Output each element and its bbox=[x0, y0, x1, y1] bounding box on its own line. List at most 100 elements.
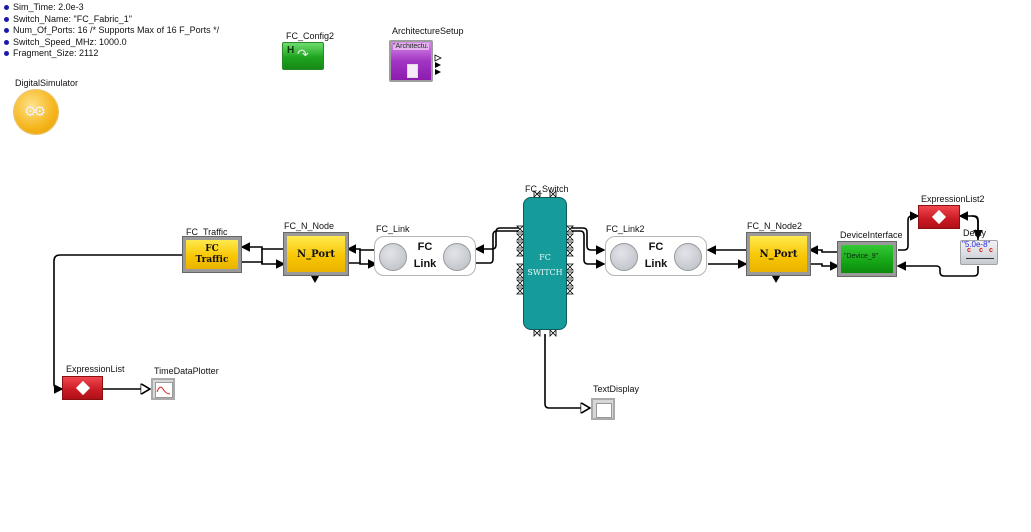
link-right-node-icon bbox=[443, 243, 471, 271]
fc-traffic-line1: FC bbox=[205, 244, 219, 254]
link2-left-node-icon bbox=[610, 243, 638, 271]
plot-area bbox=[155, 382, 173, 398]
bullet-icon bbox=[4, 39, 9, 45]
wire-nnode2-devif-1 bbox=[808, 245, 838, 255]
fc-traffic-label: FC_Traffic bbox=[186, 227, 228, 237]
parameter-list: Sim_Time: 2.0e-3 Switch_Name: "FC_Fabric… bbox=[4, 2, 219, 60]
wire-link-switch-2 bbox=[476, 230, 520, 264]
delay-c-icon: c bbox=[989, 247, 993, 254]
delay-c-icon: c bbox=[979, 247, 983, 254]
expression-list2-block[interactable] bbox=[918, 205, 960, 229]
text-display-screen bbox=[596, 403, 612, 418]
fc-switch-block[interactable]: FC SWITCH bbox=[523, 197, 567, 330]
fc-switch-line2: SWITCH bbox=[527, 268, 563, 277]
device-interface-block[interactable]: "Device_9" bbox=[837, 241, 897, 277]
fc-link2-line2: Link bbox=[644, 258, 668, 270]
wire-switch-link2-1 bbox=[570, 227, 606, 255]
bullet-icon bbox=[4, 51, 9, 57]
arch-port-1 bbox=[434, 54, 442, 62]
switch-port-icon[interactable] bbox=[533, 329, 541, 337]
wire-switch-link2-2 bbox=[570, 230, 606, 269]
digital-simulator-label: DigitalSimulator bbox=[15, 78, 79, 88]
wire-devif-exprlist2 bbox=[898, 211, 920, 251]
curved-arrow-icon: ↷ bbox=[297, 46, 309, 62]
wire-nnode-link-2 bbox=[348, 259, 378, 269]
wire-delay-devif bbox=[896, 261, 979, 277]
time-data-plotter-block[interactable] bbox=[151, 378, 175, 400]
wire-traffic-to-exprlist bbox=[53, 254, 183, 394]
wire-exprlist2-delay-down bbox=[971, 215, 983, 240]
delay-timeline-icon bbox=[966, 258, 994, 259]
fc-switch-line1: FC bbox=[539, 253, 551, 262]
sine-wave-icon bbox=[156, 386, 171, 395]
document-icon bbox=[407, 64, 418, 78]
diamond-icon bbox=[931, 209, 947, 225]
switch-port-icon[interactable] bbox=[566, 287, 574, 295]
param-fragment-size[interactable]: Fragment_Size: 2112 bbox=[4, 48, 219, 60]
bullet-icon bbox=[4, 5, 9, 11]
fc-link-line2: Link bbox=[413, 258, 437, 270]
fc-config2-block[interactable]: H ↷ bbox=[282, 42, 324, 70]
param-sim-time[interactable]: Sim_Time: 2.0e-3 bbox=[4, 2, 219, 14]
fc-traffic-line2: Traffic bbox=[195, 255, 229, 265]
expression-list2-label: ExpressionList2 bbox=[921, 194, 985, 204]
delay-block[interactable]: "5.0e-8" c c c bbox=[960, 240, 998, 265]
text-display-label: TextDisplay bbox=[593, 384, 640, 394]
link2-right-node-icon bbox=[674, 243, 702, 271]
fc-n-node-label: FC_N_Node bbox=[284, 221, 335, 231]
fc-config2-label: FC_Config2 bbox=[286, 31, 335, 41]
fc-n-node2-block[interactable]: N_Port bbox=[746, 232, 811, 276]
fc-link2-label: FC_Link2 bbox=[606, 224, 645, 234]
arch-port-3 bbox=[435, 69, 441, 75]
param-switch-speed[interactable]: Switch_Speed_MHz: 1000.0 bbox=[4, 37, 219, 49]
fc-link-label: FC_Link bbox=[376, 224, 410, 234]
fc-n-node2-label: FC_N_Node2 bbox=[747, 221, 803, 231]
fc-link-block[interactable]: FC Link bbox=[374, 236, 476, 276]
wire-nnode2-devif-2 bbox=[810, 261, 840, 271]
nnode-down-port-icon bbox=[311, 276, 319, 283]
switch-port-icon[interactable] bbox=[566, 271, 574, 279]
switch-port-icon[interactable] bbox=[549, 329, 557, 337]
fc-link-line1: FC bbox=[417, 241, 433, 253]
digital-simulator-block[interactable]: ⚙⚙ bbox=[14, 90, 58, 134]
architecture-setup-value: "Architectu... bbox=[393, 43, 429, 50]
param-num-ports[interactable]: Num_Of_Ports: 16 /* Supports Max of 16 F… bbox=[4, 25, 219, 37]
switch-port-icon[interactable] bbox=[566, 279, 574, 287]
device-interface-label: DeviceInterface bbox=[840, 230, 903, 240]
switch-port-icon[interactable] bbox=[566, 233, 574, 241]
switch-port-icon[interactable] bbox=[566, 225, 574, 233]
link-left-node-icon bbox=[379, 243, 407, 271]
delay-c-icon: c bbox=[967, 247, 971, 254]
wire-nnode-link-1 bbox=[346, 244, 376, 254]
param-switch-name[interactable]: Switch_Name: "FC_Fabric_1" bbox=[4, 14, 219, 26]
fc-link2-line1: FC bbox=[648, 241, 664, 253]
fc-switch-label: FC_Switch bbox=[525, 184, 569, 194]
arch-port-2 bbox=[435, 62, 441, 68]
bullet-icon bbox=[4, 28, 9, 34]
fc-n-node-block[interactable]: N_Port bbox=[283, 232, 349, 276]
text-display-block[interactable] bbox=[591, 398, 615, 420]
architecture-setup-block[interactable]: "Architectu... bbox=[389, 40, 433, 82]
wire-traffic-nnode-2 bbox=[242, 259, 286, 269]
time-data-plotter-label: TimeDataPlotter bbox=[154, 366, 219, 376]
h-icon: H bbox=[287, 45, 295, 56]
delay-label: Delay bbox=[963, 228, 987, 238]
switch-port-icon[interactable] bbox=[566, 263, 574, 271]
fc-n-node-text: N_Port bbox=[297, 249, 335, 260]
device-interface-value: "Device_9" bbox=[844, 253, 879, 260]
fc-link2-block[interactable]: FC Link bbox=[605, 236, 707, 276]
nnode2-down-port-icon bbox=[772, 276, 780, 283]
wire-traffic-nnode-1 bbox=[240, 242, 284, 252]
expression-list-block[interactable] bbox=[62, 376, 103, 400]
fc-n-node2-text: N_Port bbox=[759, 249, 798, 260]
switch-port-icon[interactable] bbox=[566, 241, 574, 249]
architecture-setup-label: ArchitectureSetup bbox=[392, 26, 464, 36]
bullet-icon bbox=[4, 16, 9, 22]
expression-list-label: ExpressionList bbox=[66, 364, 125, 374]
switch-port-icon[interactable] bbox=[566, 249, 574, 257]
fc-traffic-block[interactable]: FC Traffic bbox=[182, 236, 242, 273]
gears-icon: ⚙⚙ bbox=[24, 103, 46, 119]
wire-switch-textdisplay bbox=[544, 334, 590, 408]
delay-value: "5.0e-8" bbox=[962, 240, 991, 249]
diamond-icon bbox=[75, 380, 90, 396]
